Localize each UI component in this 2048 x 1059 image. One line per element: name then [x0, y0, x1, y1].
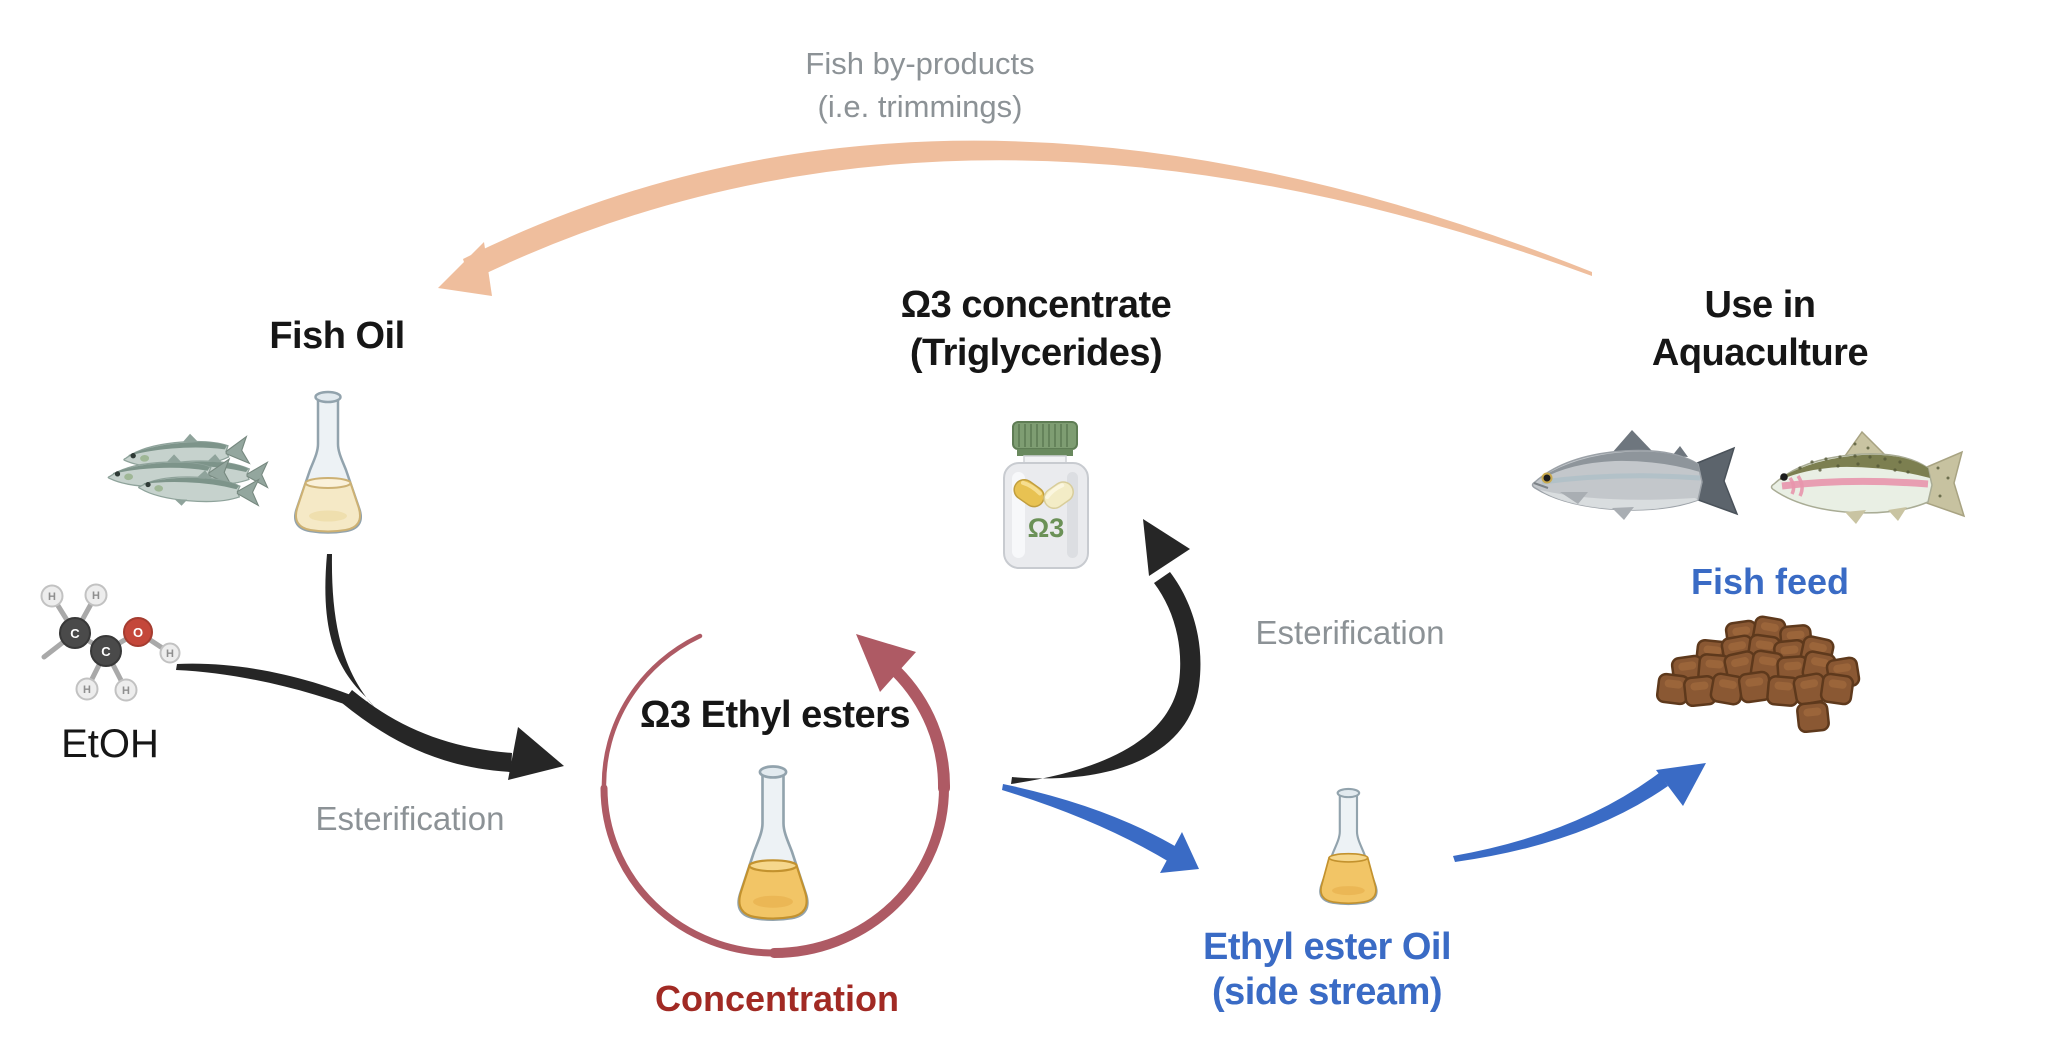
hydrogen-label: H [48, 591, 56, 603]
capsule-pill-cream [1043, 481, 1074, 510]
salmon-illustration [1531, 430, 1739, 520]
esterification-arrow-right [1011, 519, 1201, 784]
fish-oil-flask [293, 390, 363, 534]
fish-feed-arrow [1453, 763, 1706, 862]
hydrogen-label: H [122, 685, 130, 697]
concentration-arrow [600, 633, 951, 958]
esterification-right-label: Esterification [1255, 614, 1445, 651]
esterification-left-label: Esterification [315, 800, 505, 837]
ethyl-ester-oil-line2: (side stream) [1211, 971, 1443, 1013]
hydrogen-label: H [83, 684, 91, 696]
aquaculture-line1: Use in [1704, 284, 1816, 326]
aquaculture-line2: Aquaculture [1651, 332, 1869, 374]
bottle-omega3-label: Ω3 [1028, 513, 1065, 543]
byproducts-line1: Fish by-products [805, 46, 1035, 81]
trout-illustration [1770, 430, 1966, 524]
fish-feed-label: Fish feed [1690, 561, 1850, 602]
ethyl-ester-oil-label: Ethyl ester Oil (side stream) [1202, 925, 1452, 1015]
byproducts-line2: (i.e. trimmings) [817, 89, 1023, 124]
esterification-arrow-left [176, 554, 564, 780]
fish-oil-label: Fish Oil [269, 315, 405, 357]
use-in-aquaculture-label: Use in Aquaculture [1651, 281, 1869, 377]
oxygen-atom [123, 617, 153, 647]
capsule-pill-gold [1013, 478, 1045, 508]
ethyl-esters-label: Ω3 Ethyl esters [639, 694, 911, 736]
concentration-label: Concentration [654, 978, 900, 1019]
omega3-bottle: Ω3 [1003, 421, 1089, 569]
side-stream-flask [1319, 787, 1378, 906]
carbon-atoms [59, 617, 122, 667]
byproducts-label: Fish by-products (i.e. trimmings) [805, 42, 1034, 128]
raw-fish-illustration [106, 429, 270, 511]
etoh-label: EtOH [61, 722, 159, 766]
hydrogen-atoms [40, 583, 181, 702]
carbon-label: C [70, 626, 80, 641]
etoh-molecule: C C O H H H H H [40, 583, 181, 702]
oxygen-label: O [133, 625, 143, 640]
concentrate-line2: (Triglycerides) [909, 332, 1163, 374]
concentrate-label: Ω3 concentrate (Triglycerides) [901, 281, 1172, 377]
fish-feed-pellets [1655, 614, 1862, 734]
carbon-label: C [101, 644, 111, 659]
ethyl-esters-flask [737, 765, 809, 922]
concentrate-line1: Ω3 concentrate [900, 284, 1172, 326]
hydrogen-label: H [92, 590, 100, 602]
hydrogen-label: H [166, 648, 174, 660]
side-stream-arrow [1002, 784, 1199, 873]
byproducts-arrow [438, 140, 1592, 296]
ethyl-ester-oil-line1: Ethyl ester Oil [1202, 926, 1452, 968]
